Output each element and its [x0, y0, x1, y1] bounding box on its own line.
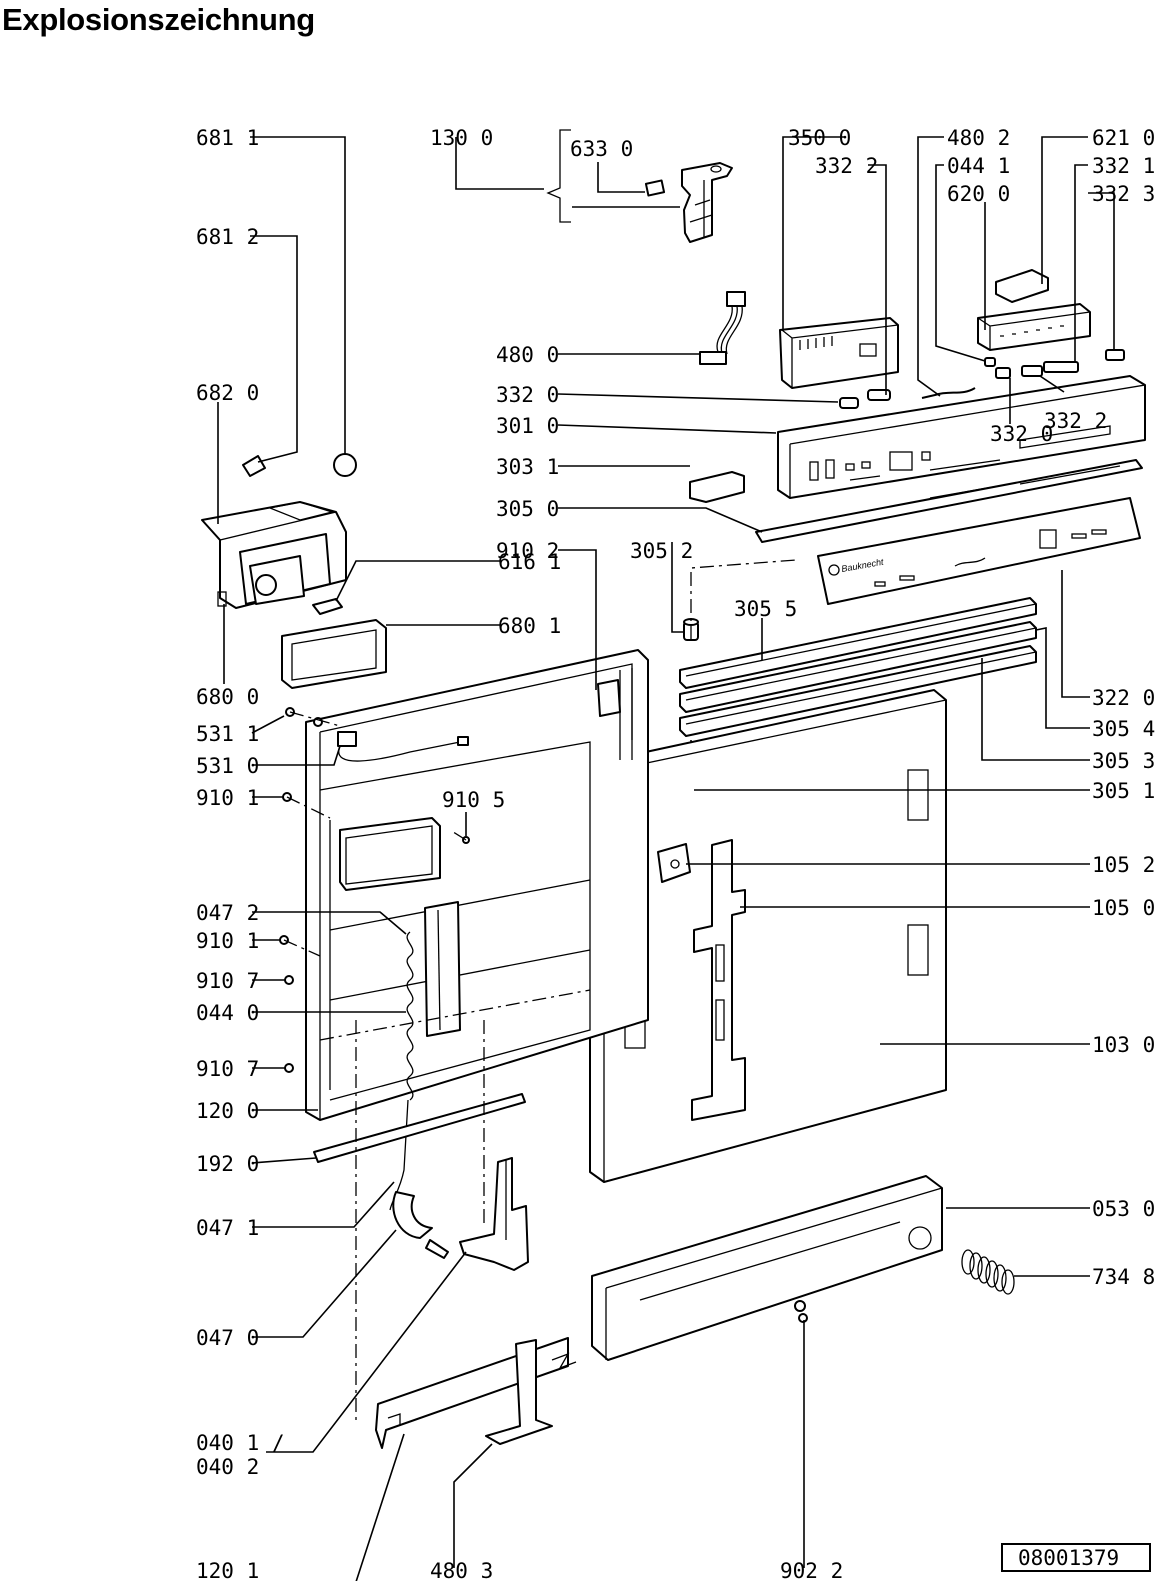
label-192-0: 192 0	[196, 1152, 259, 1176]
label-305-3: 305 3	[1092, 749, 1155, 773]
label-902-2: 902 2	[780, 1559, 843, 1581]
label-305-2: 305 2	[630, 539, 693, 563]
assembly-lines	[283, 559, 797, 1420]
page-title: Explosionszeichnung	[2, 2, 315, 37]
label-303-1: 303 1	[496, 455, 559, 479]
label-734-8: 734 8	[1092, 1265, 1155, 1289]
rails-305	[679, 597, 1037, 737]
label-680-0: 680 0	[196, 685, 259, 709]
drawing-number: 08001379	[1018, 1546, 1119, 1570]
part-120-1-bottom	[375, 1337, 577, 1449]
label-910-5: 910 5	[442, 788, 505, 812]
label-332-0b: 332 0	[990, 422, 1053, 446]
label-047-0: 047 0	[196, 1326, 259, 1350]
part-105-2-clip	[657, 843, 691, 883]
part-902-2-screw	[794, 1300, 808, 1323]
label-105-2: 105 2	[1092, 853, 1155, 877]
label-047-1: 047 1	[196, 1216, 259, 1240]
label-332-1: 332 1	[1092, 154, 1155, 178]
label-681-1: 681 1	[196, 126, 259, 150]
label-480-0: 480 0	[496, 343, 559, 367]
part-681-2	[242, 455, 266, 477]
label-332-2b: 332 2	[1044, 409, 1107, 433]
label-305-4: 305 4	[1092, 717, 1155, 741]
label-531-1: 531 1	[196, 722, 259, 746]
label-910-1a: 910 1	[196, 786, 259, 810]
label-910-1b: 910 1	[196, 929, 259, 953]
drawing-number-box: 08001379	[1001, 1543, 1151, 1572]
part-680-1-gasket	[281, 619, 387, 689]
label-621-0: 621 0	[1092, 126, 1155, 150]
label-040-1: 040 1 /	[196, 1431, 285, 1455]
label-910-7a: 910 7	[196, 969, 259, 993]
part-620-0-board	[977, 269, 1091, 351]
label-322-0: 322 0	[1092, 686, 1155, 710]
part-305-0-trim	[755, 459, 1143, 543]
part-047-spring	[389, 931, 449, 1259]
label-103-0: 103 0	[1092, 1033, 1155, 1057]
label-332-0a: 332 0	[496, 383, 559, 407]
part-682-0-dispenser	[201, 501, 347, 609]
label-047-2: 047 2	[196, 901, 259, 925]
label-120-0: 120 0	[196, 1099, 259, 1123]
part-480-0-harness	[699, 291, 746, 365]
part-734-8-spring	[961, 1249, 1015, 1295]
part-350-0-module	[779, 317, 899, 389]
label-044-1: 044 1	[947, 154, 1010, 178]
label-682-0: 682 0	[196, 381, 259, 405]
part-130-bracket	[546, 129, 733, 243]
part-105-0-bracket	[691, 839, 746, 1121]
part-labels: 681 1 681 2 682 0 680 0 616 1 680 1 531 …	[196, 126, 1155, 1581]
label-332-3: 332 3	[1092, 182, 1155, 206]
label-910-2: 910 2	[496, 539, 559, 563]
part-303-1	[689, 471, 745, 503]
leader-lines	[217, 136, 1115, 1581]
label-053-0: 053 0	[1092, 1197, 1155, 1221]
label-910-7b: 910 7	[196, 1057, 259, 1081]
part-053-0-kickplate	[591, 1175, 943, 1361]
buttons-332	[839, 349, 1125, 409]
part-120-0-inner-door	[305, 649, 649, 1121]
label-620-0: 620 0	[947, 182, 1010, 206]
label-305-5: 305 5	[734, 597, 797, 621]
part-616-1	[312, 598, 343, 615]
label-305-0: 305 0	[496, 497, 559, 521]
label-301-0: 301 0	[496, 414, 559, 438]
part-322-0-fascia: Bauknecht	[817, 497, 1141, 605]
label-531-0: 531 0	[196, 754, 259, 778]
label-040-2: 040 2	[196, 1455, 259, 1479]
part-192-0-strip	[313, 1093, 526, 1163]
label-130-0: 130 0	[430, 126, 493, 150]
part-531-0-switch	[337, 731, 469, 762]
label-350-0: 350 0	[788, 126, 851, 150]
label-332-2a: 332 2	[815, 154, 878, 178]
label-044-0: 044 0	[196, 1001, 259, 1025]
label-633-0: 633 0	[570, 137, 633, 161]
part-040-bracket	[459, 1157, 529, 1271]
part-681-1	[333, 453, 357, 477]
label-480-2: 480 2	[947, 126, 1010, 150]
label-680-1: 680 1	[498, 614, 561, 638]
label-120-1: 120 1	[196, 1559, 259, 1581]
label-616-1: 616 1	[498, 550, 561, 574]
part-480-2-cable	[921, 387, 976, 399]
label-681-2: 681 2	[196, 225, 259, 249]
label-105-0: 105 0	[1092, 896, 1155, 920]
part-301-0-control-panel	[777, 375, 1146, 499]
label-305-1: 305 1	[1092, 779, 1155, 803]
label-480-3: 480 3	[430, 1559, 493, 1581]
